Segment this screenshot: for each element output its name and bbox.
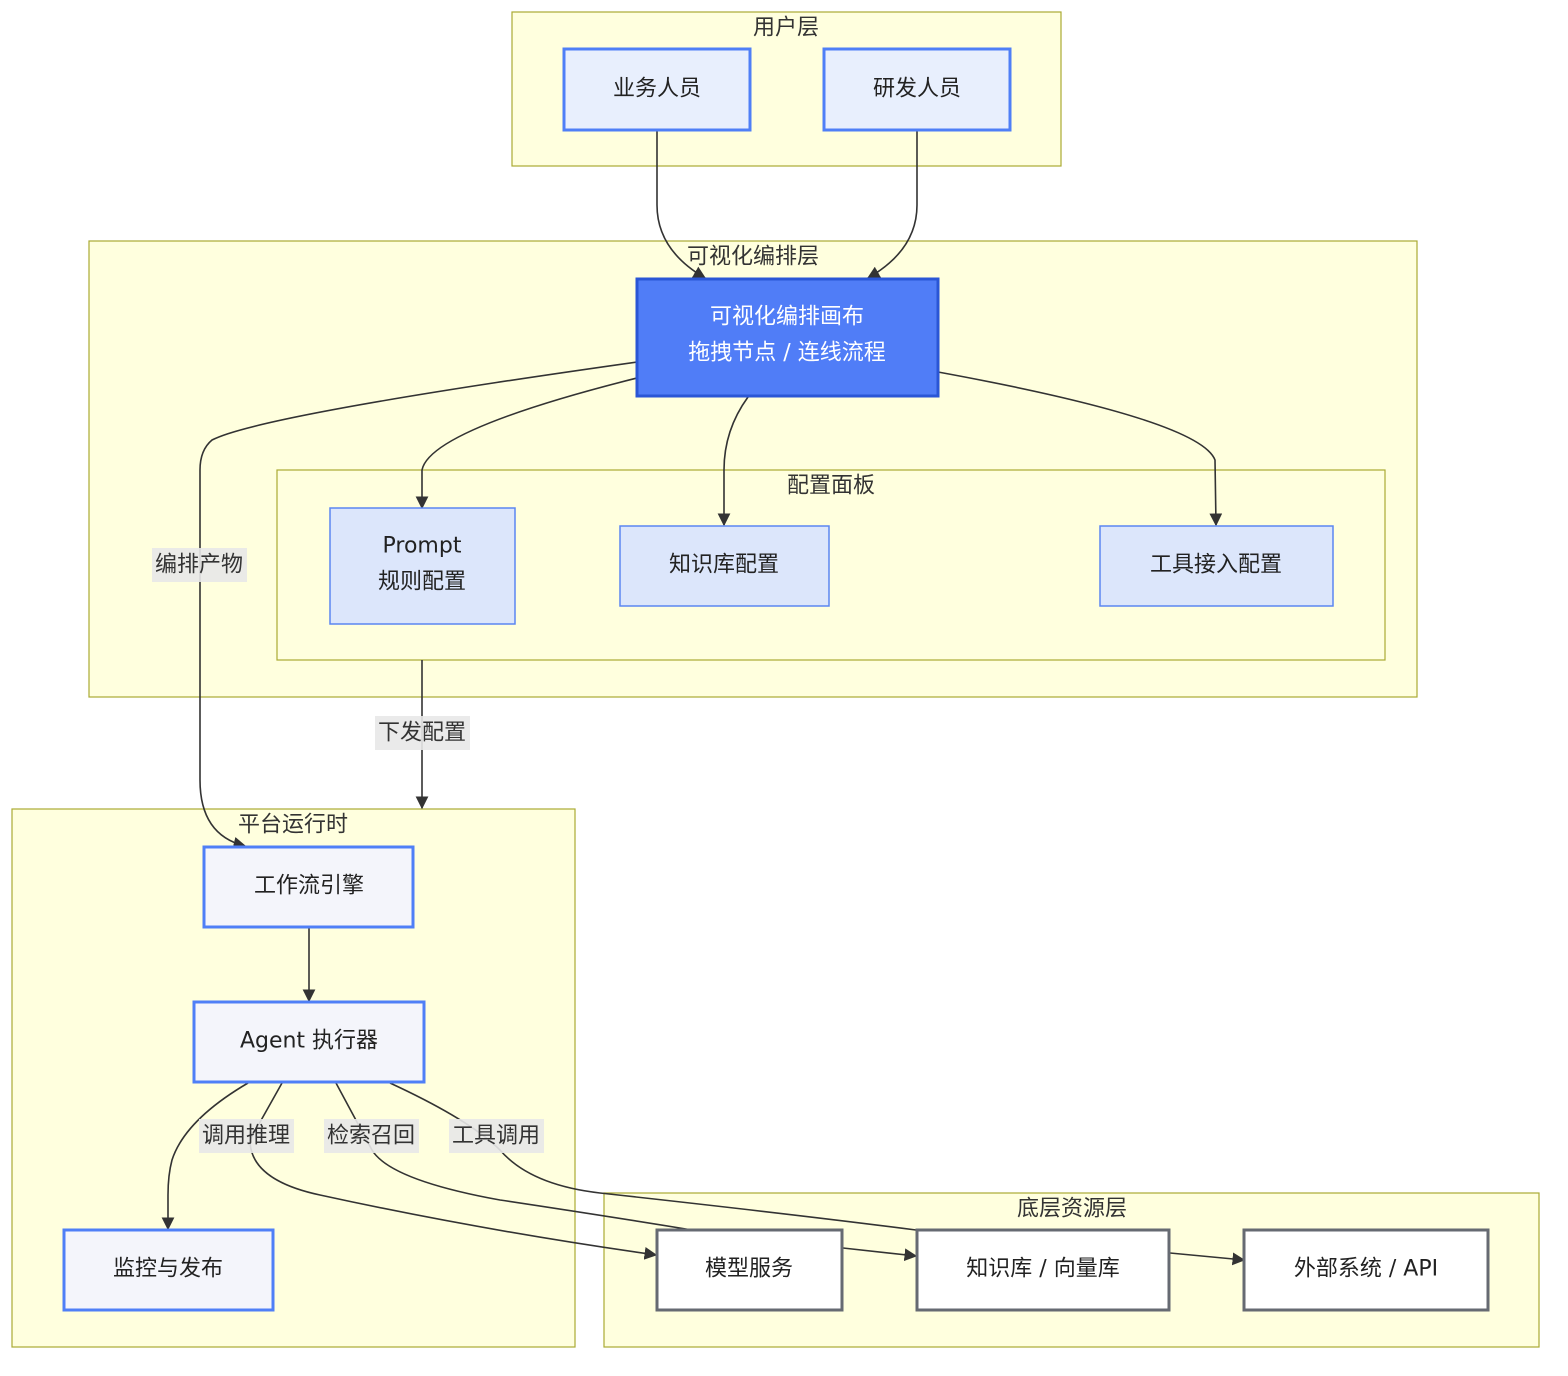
- node-developer: 研发人员: [822, 47, 1012, 132]
- node-prompt-config-line1: Prompt: [383, 534, 462, 559]
- node-agent-executor-label: Agent 执行器: [240, 1029, 378, 1054]
- node-business-user: 业务人员: [562, 47, 752, 132]
- node-prompt-config-line2: 规则配置: [378, 570, 466, 595]
- node-tool-config-label: 工具接入配置: [1150, 553, 1282, 578]
- edge-label-retrieve-text: 检索召回: [327, 1124, 415, 1149]
- node-business-user-label: 业务人员: [613, 77, 701, 102]
- node-model-service-label: 模型服务: [705, 1257, 793, 1282]
- edge-developer-to-canvas: [866, 130, 918, 279]
- node-tool-config: 工具接入配置: [1099, 525, 1334, 607]
- edge-canvas-to-workflow: [199, 361, 638, 850]
- node-workflow-engine-label: 工作流引擎: [254, 874, 364, 899]
- visual-layer-title: 可视化编排层: [687, 245, 819, 270]
- edge-business-to-canvas: [656, 130, 707, 279]
- edge-label-tool-call: 工具调用: [449, 1119, 544, 1153]
- edge-label-tool-call-text: 工具调用: [452, 1124, 540, 1149]
- node-developer-label: 研发人员: [873, 77, 961, 102]
- edge-agent-to-monitor: [161, 1082, 249, 1231]
- edge-agent-to-model: [249, 1082, 658, 1260]
- edge-canvas-to-prompt: [415, 377, 638, 510]
- edge-label-infer: 调用推理: [199, 1119, 294, 1153]
- node-external-api: 外部系统 / API: [1242, 1228, 1490, 1312]
- edge-label-artifact: 编排产物: [152, 548, 247, 582]
- node-monitor-publish: 监控与发布: [62, 1228, 275, 1312]
- node-workflow-engine: 工作流引擎: [202, 845, 415, 929]
- node-canvas-line1: 可视化编排画布: [710, 305, 864, 330]
- node-monitor-publish-label: 监控与发布: [113, 1257, 223, 1282]
- edge-canvas-to-kb-config: [717, 396, 749, 527]
- edge-label-dispatch-text: 下发配置: [378, 721, 466, 746]
- node-kb-vector-label: 知识库 / 向量库: [966, 1257, 1119, 1282]
- node-external-api-label: 外部系统 / API: [1294, 1257, 1438, 1282]
- edges: [161, 130, 1246, 1266]
- edge-label-retrieve: 检索召回: [324, 1119, 419, 1153]
- node-agent-executor: Agent 执行器: [192, 1000, 426, 1084]
- runtime-title: 平台运行时: [238, 813, 348, 838]
- config-panel-title: 配置面板: [787, 474, 875, 499]
- node-kb-vector: 知识库 / 向量库: [915, 1228, 1171, 1312]
- node-kb-config-label: 知识库配置: [669, 553, 779, 578]
- node-model-service: 模型服务: [655, 1228, 844, 1312]
- user-layer-title: 用户层: [753, 16, 819, 41]
- edge-agent-to-kb-vector: [335, 1082, 918, 1262]
- node-prompt-config: Prompt 规则配置: [329, 507, 516, 625]
- node-canvas: 可视化编排画布 拖拽节点 / 连线流程: [635, 277, 940, 398]
- edge-label-artifact-text: 编排产物: [155, 553, 243, 578]
- edge-canvas-to-tool-config: [937, 371, 1223, 527]
- resources-title: 底层资源层: [1017, 1197, 1127, 1222]
- edge-label-dispatch: 下发配置: [375, 716, 470, 750]
- node-kb-config: 知识库配置: [619, 525, 830, 607]
- node-canvas-line2: 拖拽节点 / 连线流程: [688, 341, 885, 366]
- edge-label-infer-text: 调用推理: [202, 1124, 290, 1149]
